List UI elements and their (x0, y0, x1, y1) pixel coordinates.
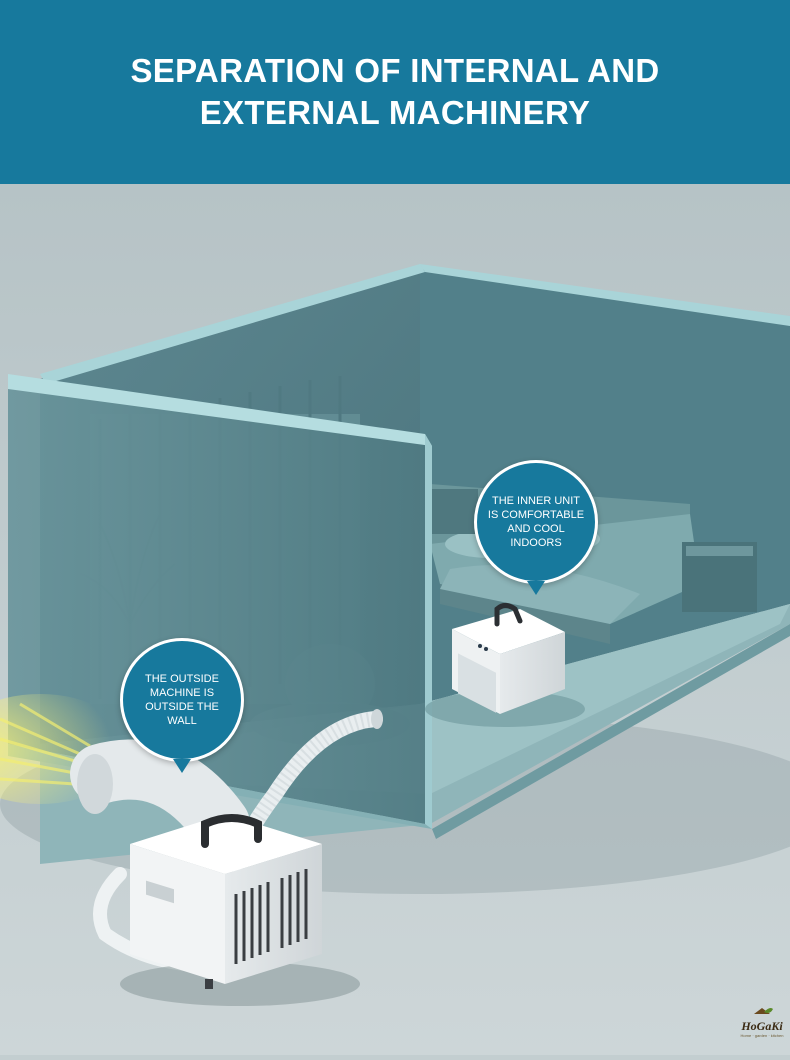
outside-machine-illustration (120, 814, 360, 1006)
brand-logo: HoGaKi Home · garden · kitchen (736, 1002, 788, 1046)
inner-unit-illustration (425, 603, 585, 727)
page-title: SEPARATION OF INTERNAL AND EXTERNAL MACH… (130, 52, 660, 131)
inner-unit-callout: THE INNER UNIT IS COMFORTABLE AND COOL I… (474, 460, 598, 595)
outside-machine-callout: THE OUTSIDE MACHINE IS OUTSIDE THE WALL (120, 638, 244, 773)
house-leaf-icon (754, 1008, 773, 1014)
nightstand-left (428, 489, 478, 534)
outside-machine-callout-text: THE OUTSIDE MACHINE IS OUTSIDE THE WALL (145, 673, 219, 727)
logo-tagline: Home · garden · kitchen (740, 1033, 784, 1038)
room-illustration (0, 184, 790, 1055)
room-scene: THE INNER UNIT IS COMFORTABLE AND COOL I… (0, 184, 790, 1055)
header-banner: SEPARATION OF INTERNAL AND EXTERNAL MACH… (0, 0, 790, 184)
logo-name: HoGaKi (741, 1019, 783, 1033)
inner-unit-callout-text: THE INNER UNIT IS COMFORTABLE AND COOL I… (487, 495, 585, 549)
